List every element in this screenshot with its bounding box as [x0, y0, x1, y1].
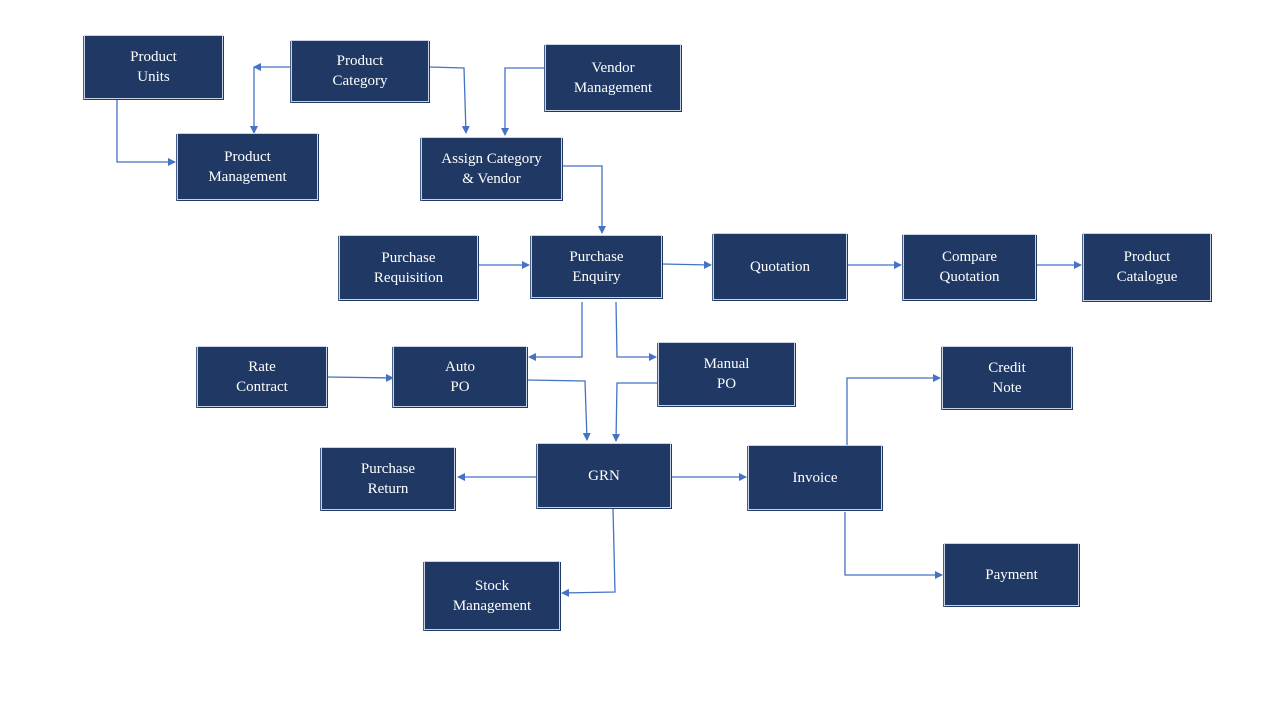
- arrow-auto-po-to-grn: [526, 379, 591, 441]
- node-vendor-management: Vendor Management: [545, 44, 681, 111]
- arrow-purchase-enquiry-to-quotation: [661, 260, 712, 269]
- node-purchase-return: Purchase Return: [321, 447, 455, 510]
- node-product-units: Product Units: [84, 35, 223, 99]
- arrow-product-category-to-assign-category-vendor: [428, 66, 470, 134]
- node-assign-category-vendor: Assign Category & Vendor: [421, 137, 562, 200]
- node-product-category: Product Category: [291, 40, 429, 102]
- node-purchase-requisition: Purchase Requisition: [339, 235, 478, 300]
- arrow-product-units-to-product-management: [116, 99, 176, 166]
- arrow-invoice-to-credit-note: [846, 374, 941, 445]
- node-purchase-enquiry: Purchase Enquiry: [531, 235, 662, 298]
- node-grn: GRN: [537, 443, 671, 508]
- arrow-vendor-management-to-assign-category-vendor: [501, 67, 545, 136]
- node-credit-note: Credit Note: [942, 346, 1072, 409]
- node-manual-po: Manual PO: [658, 342, 795, 406]
- arrow-manual-po-to-grn: [612, 382, 658, 442]
- arrow-purchase-enquiry-to-auto-po: [528, 302, 583, 361]
- node-quotation: Quotation: [713, 233, 847, 300]
- arrow-rate-contract-to-auto-po: [326, 373, 394, 382]
- arrow-invoice-to-payment: [844, 512, 943, 579]
- node-invoice: Invoice: [748, 445, 882, 510]
- node-rate-contract: Rate Contract: [197, 346, 327, 407]
- node-product-management: Product Management: [177, 133, 318, 200]
- node-payment: Payment: [944, 543, 1079, 606]
- arrow-assign-category-vendor-to-purchase-enquiry: [562, 165, 606, 234]
- node-stock-management: Stock Management: [424, 561, 560, 630]
- node-product-catalogue: Product Catalogue: [1083, 233, 1211, 301]
- node-auto-po: Auto PO: [393, 346, 527, 407]
- arrow-purchase-enquiry-to-manual-po: [615, 301, 657, 361]
- node-compare-quotation: Compare Quotation: [903, 234, 1036, 300]
- arrow-grn-to-stock-management: [561, 507, 616, 597]
